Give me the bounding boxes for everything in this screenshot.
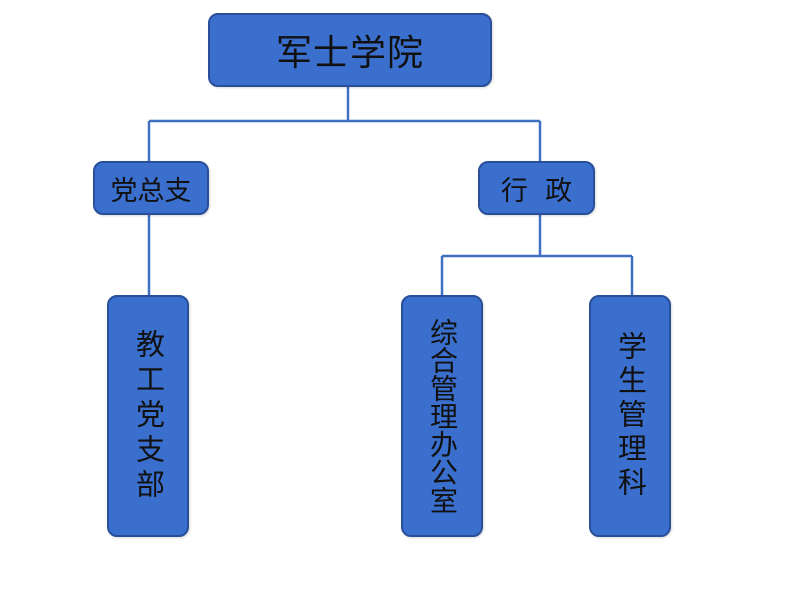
- node-general-office-label: 综合管理办公室: [426, 318, 459, 514]
- node-staff-party-branch: 教工党支部: [107, 295, 189, 537]
- node-student-management: 学生管理科: [589, 295, 671, 537]
- node-military-college: 军士学院: [208, 13, 492, 87]
- node-administration: 行 政: [478, 161, 595, 215]
- node-administration-label: 行 政: [500, 175, 573, 207]
- node-military-college-label: 军士学院: [275, 33, 424, 74]
- node-party-branch-label: 党总支: [110, 175, 192, 207]
- node-general-office: 综合管理办公室: [401, 295, 483, 537]
- node-staff-party-branch-label: 教工党支部: [131, 328, 166, 504]
- node-student-management-label: 学生管理科: [613, 331, 648, 501]
- node-party-branch: 党总支: [93, 161, 209, 215]
